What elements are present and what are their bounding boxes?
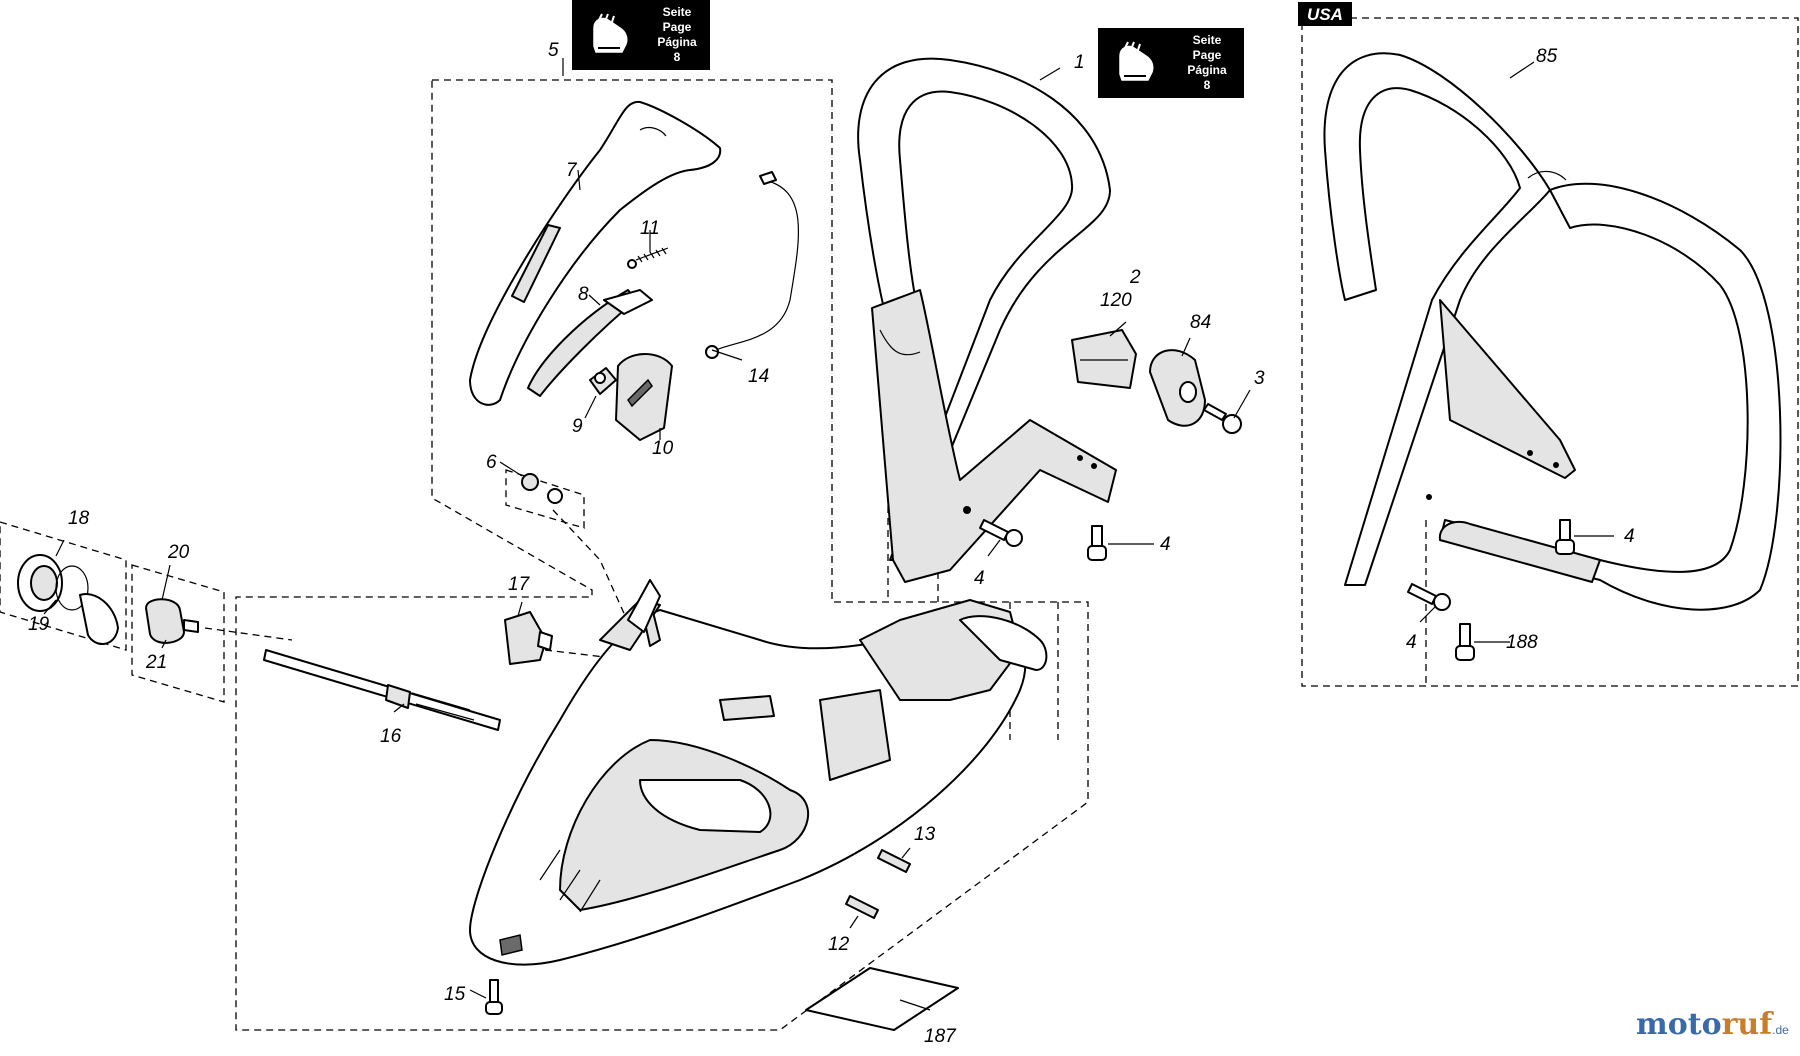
callout-4-right: 4: [1160, 534, 1171, 555]
callout-10: 10: [652, 438, 674, 459]
usa-screw-188: [1455, 623, 1475, 661]
page-ref-line3: Página: [657, 35, 697, 49]
filter-cap-18: [17, 554, 63, 612]
handle-cover-7: [469, 100, 722, 406]
page-ref-line1: Seite: [1193, 33, 1222, 47]
callout-12: 12: [828, 934, 850, 955]
callout-188: 188: [1506, 632, 1538, 653]
lever-10: [615, 353, 673, 441]
callout-19: 19: [28, 614, 50, 635]
callout-6: 6: [486, 452, 497, 473]
cable-14: [705, 171, 799, 359]
filter-19: [55, 565, 119, 645]
callout-84: 84: [1190, 312, 1211, 333]
callout-17: 17: [508, 574, 531, 595]
callout-7: 7: [566, 160, 578, 181]
callout-16: 16: [380, 726, 402, 747]
svg-text:USA: USA: [1307, 5, 1343, 24]
callout-85: 85: [1536, 46, 1558, 67]
page-reference-icon: [1119, 41, 1154, 81]
watermark-suffix: .de: [1772, 1023, 1789, 1037]
callout-11: 11: [640, 218, 660, 239]
usa-screw-4b: [1555, 519, 1575, 555]
page-ref-line1: Seite: [663, 5, 692, 19]
page-reference-icon: [593, 13, 628, 53]
svg-text:motoruf.de: motoruf.de: [1636, 1007, 1789, 1042]
handle-clamp-120: [1071, 329, 1137, 389]
spring-11: [627, 247, 669, 269]
fuel-hose-16: [263, 649, 501, 731]
screw-3: [1203, 403, 1242, 434]
page-reference-badge-top: Seite Page Página 8: [572, 0, 710, 70]
pin-12: [845, 895, 879, 919]
callout-13: 13: [914, 824, 936, 845]
group-box-20-21: [131, 564, 225, 703]
callout-21: 21: [145, 652, 167, 673]
callout-4-usa-left: 4: [1406, 632, 1417, 653]
page-reference-badge-right: Seite Page Página 8: [1098, 28, 1244, 98]
callout-9: 9: [572, 416, 583, 437]
callout-18: 18: [68, 508, 90, 529]
watermark-logo: motoruf.de: [1636, 1007, 1789, 1042]
usa-label: USA: [1298, 2, 1352, 26]
usa-screw-4a: [1407, 583, 1451, 611]
callout-20: 20: [167, 542, 190, 563]
damper-6: [521, 473, 563, 504]
fuel-tank-housing: [469, 579, 1048, 966]
screw-4b: [1087, 525, 1107, 561]
front-handle-bar: [857, 57, 1117, 583]
callout-5: 5: [548, 40, 559, 61]
callout-14: 14: [748, 366, 769, 387]
callout-1: 1: [1074, 52, 1085, 73]
screw-15: [485, 979, 503, 1015]
page-ref-line3: Página: [1187, 63, 1227, 77]
trigger-8: [527, 289, 653, 397]
group-box-18-19: [0, 521, 127, 651]
group-box-usa: [1301, 17, 1799, 687]
callout-8: 8: [578, 284, 589, 305]
switch-17: [504, 611, 553, 665]
group-box-6: [505, 469, 585, 529]
callout-2: 2: [1129, 267, 1141, 288]
leader-lines: [43, 58, 1614, 1011]
callout-120: 120: [1100, 290, 1132, 311]
page-ref-line2: Page: [1193, 48, 1222, 62]
lever-9: [589, 367, 617, 395]
page-ref-line4: 8: [674, 50, 681, 64]
usa-front-handle-bar: [1323, 52, 1782, 611]
handle-cap-84: [1149, 349, 1206, 427]
pin-13: [877, 849, 911, 873]
callout-15: 15: [444, 984, 466, 1005]
screw-4a: [979, 519, 1023, 547]
filter-20-21: [145, 598, 199, 644]
callout-4-left: 4: [974, 568, 985, 589]
callout-3: 3: [1254, 368, 1265, 389]
page-ref-line4: 8: [1204, 78, 1211, 92]
group-box-5: [235, 79, 1089, 1031]
callout-4-usa-right: 4: [1624, 526, 1635, 547]
watermark-part2: ruf: [1722, 1007, 1775, 1042]
page-ref-line2: Page: [663, 20, 692, 34]
watermark-part1: moto: [1636, 1007, 1722, 1042]
callout-187: 187: [924, 1026, 957, 1047]
label-187: [805, 967, 959, 1031]
